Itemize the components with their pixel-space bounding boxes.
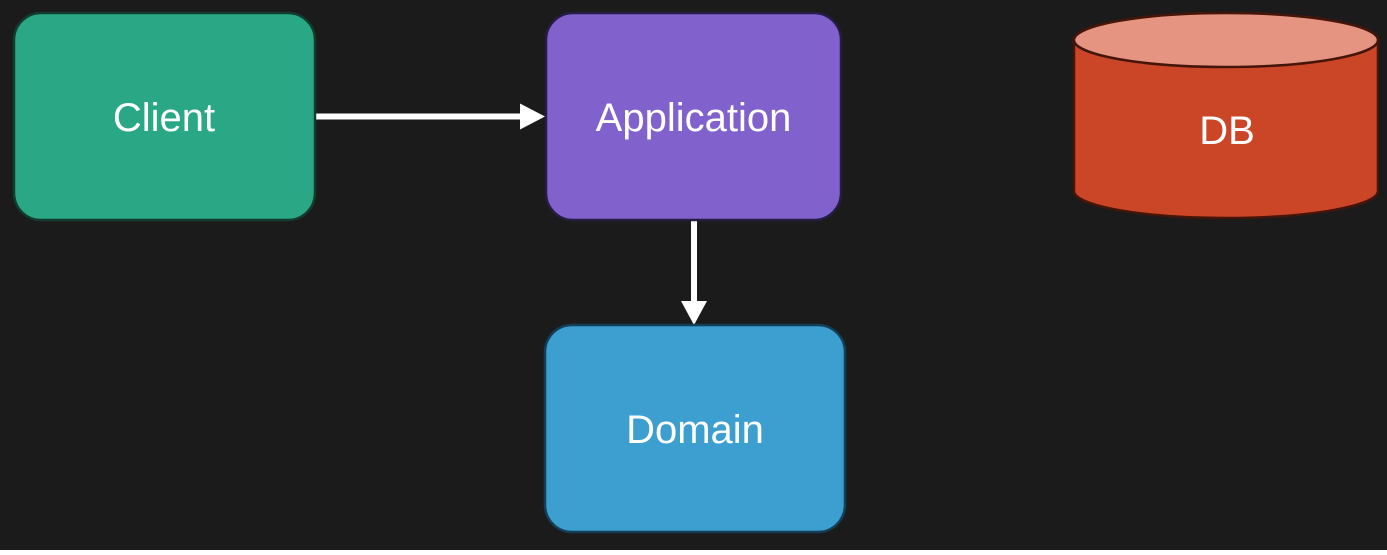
- node-db-cylinder-top: [1072, 11, 1380, 69]
- node-client-label: Client: [113, 96, 215, 140]
- arrowhead-down-icon: [681, 301, 707, 325]
- node-domain: Domain: [543, 323, 847, 534]
- node-domain-shape: [543, 323, 847, 534]
- node-db: DB: [1072, 11, 1380, 220]
- node-application-shape: [544, 11, 843, 222]
- node-application: Application: [544, 11, 843, 222]
- node-application-label: Application: [596, 96, 792, 140]
- node-db-label: DB: [1199, 109, 1255, 153]
- arrowhead-right-icon: [520, 103, 545, 130]
- edge-application-to-domain: [681, 220, 707, 325]
- edge-client-to-application: [315, 103, 545, 130]
- node-domain-label: Domain: [626, 408, 764, 452]
- node-client: Client: [12, 11, 317, 222]
- node-client-shape: [12, 11, 317, 222]
